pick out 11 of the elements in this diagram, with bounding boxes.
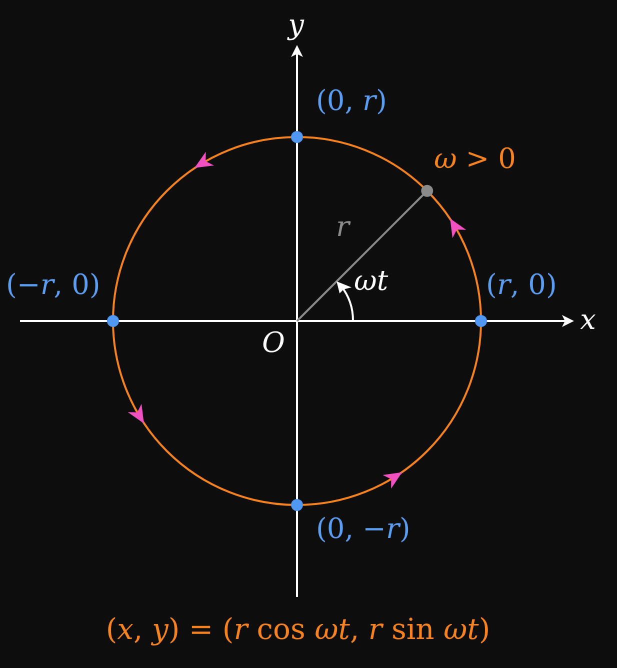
coordinate-label: (r, 0): [486, 270, 557, 301]
coordinate-label: (0, −r): [316, 514, 410, 545]
axis-label: y: [288, 10, 304, 41]
radius-label: r: [336, 212, 350, 243]
formula-caption: (x, y) = (r cos ωt, r sin ωt): [106, 614, 490, 646]
coordinate-label: (−r, 0): [6, 270, 100, 301]
coordinate-label: (0, r): [316, 86, 387, 117]
angle-label: ωt: [354, 266, 388, 297]
condition-label: ω > 0: [434, 144, 516, 175]
axis-label: x: [580, 305, 596, 336]
origin-label: O: [262, 328, 285, 359]
